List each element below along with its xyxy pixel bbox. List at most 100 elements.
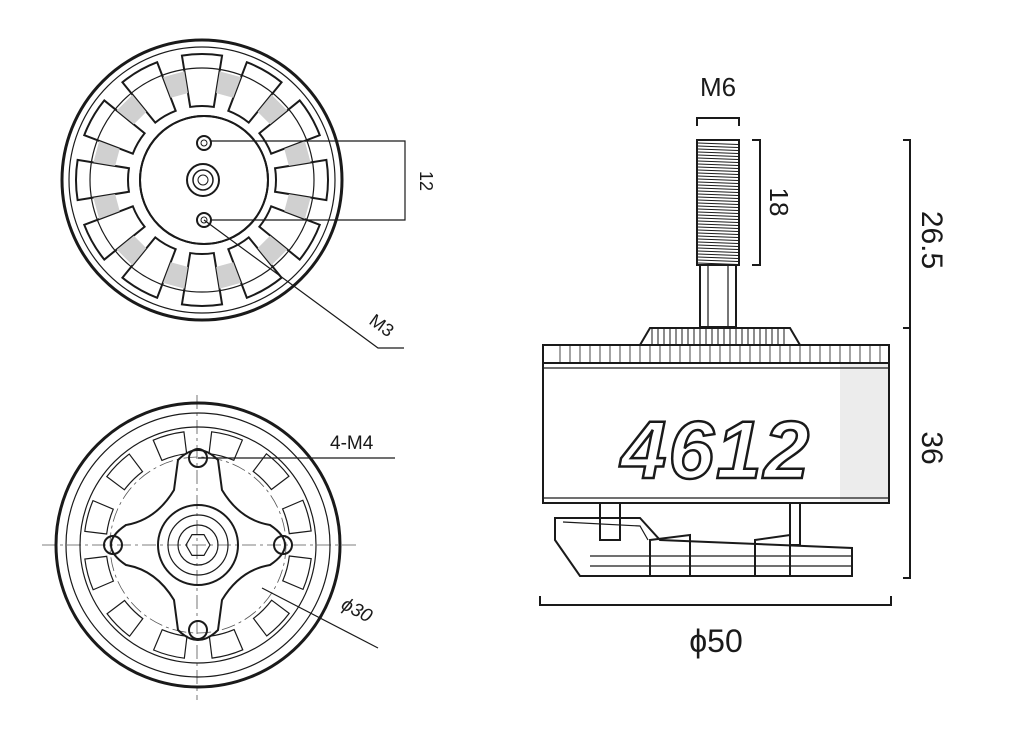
thread-line bbox=[697, 199, 739, 202]
dimension-phi50: ϕ50 bbox=[539, 596, 892, 659]
dim-26-5-label: 26.5 bbox=[915, 211, 948, 269]
bell-ribs bbox=[559, 346, 881, 362]
thread-line bbox=[697, 181, 739, 184]
thread-line bbox=[697, 208, 739, 211]
spoke-window bbox=[227, 60, 283, 125]
thread-line bbox=[697, 145, 739, 148]
m3-label: M3 bbox=[366, 310, 398, 341]
dim-18-label: 18 bbox=[764, 188, 794, 217]
base-slot bbox=[208, 628, 244, 659]
spoke-window bbox=[82, 205, 147, 261]
base-slot bbox=[105, 453, 144, 491]
spoke-window bbox=[180, 53, 224, 109]
magnet-segment bbox=[163, 262, 188, 289]
thread-line bbox=[697, 187, 739, 190]
thread-line bbox=[697, 241, 739, 244]
spoke-window bbox=[121, 235, 177, 300]
thread-line bbox=[697, 190, 739, 193]
dimension-12: 12 bbox=[211, 140, 436, 221]
thread-line bbox=[697, 244, 739, 247]
rotor-magnets bbox=[93, 71, 311, 289]
shaft-threads bbox=[697, 142, 739, 265]
motor-body bbox=[542, 362, 890, 504]
dim-12-label: 12 bbox=[416, 171, 436, 191]
base-slot bbox=[281, 499, 312, 535]
base-slot bbox=[152, 431, 188, 462]
dimension-18: 18 bbox=[752, 139, 794, 266]
top-ring-teeth bbox=[651, 329, 785, 344]
m6-label: M6 bbox=[700, 72, 736, 102]
thread-line bbox=[697, 160, 739, 163]
base-slot bbox=[84, 555, 115, 591]
thread-line bbox=[697, 178, 739, 181]
magnet-segment bbox=[116, 94, 147, 125]
thread-line bbox=[697, 175, 739, 178]
base-slot bbox=[252, 452, 290, 491]
base-hole-bottom bbox=[188, 620, 208, 640]
base-slot bbox=[208, 431, 244, 462]
phi50-label: ϕ50 bbox=[689, 623, 743, 659]
base-slot bbox=[281, 555, 312, 591]
thread-line bbox=[697, 217, 739, 220]
spoke-window bbox=[257, 205, 322, 261]
magnet-segment bbox=[284, 141, 311, 166]
thread-line bbox=[697, 142, 739, 145]
magnet-segment bbox=[163, 71, 188, 98]
base-slot bbox=[152, 628, 188, 659]
bottom-view-base bbox=[42, 395, 360, 700]
spoke-window bbox=[121, 60, 177, 125]
base-slot bbox=[106, 599, 144, 638]
dimension-heights: 26.5 36 bbox=[903, 139, 948, 579]
thread-line bbox=[697, 229, 739, 232]
side-view-motor: 4612 bbox=[542, 139, 890, 577]
magnet-segment bbox=[93, 141, 120, 166]
thread-line bbox=[697, 211, 739, 214]
base-hole-right bbox=[273, 535, 293, 555]
thread-line bbox=[697, 166, 739, 169]
magnet-segment bbox=[284, 194, 311, 219]
thread-line bbox=[697, 250, 739, 253]
spoke-window bbox=[82, 99, 147, 155]
dimension-m6: M6 bbox=[696, 72, 740, 126]
knurled-hub bbox=[139, 115, 269, 245]
rotor-spoke-windows bbox=[75, 53, 329, 307]
base-hole-left bbox=[103, 535, 123, 555]
phi30-label: ϕ30 bbox=[338, 594, 376, 628]
thread-line bbox=[697, 235, 739, 238]
thread-line bbox=[697, 172, 739, 175]
thread-line bbox=[697, 157, 739, 160]
base-cutouts bbox=[84, 431, 312, 659]
magnet-segment bbox=[216, 71, 241, 98]
magnet-segment bbox=[257, 94, 288, 125]
thread-line bbox=[697, 220, 739, 223]
magnet-segment bbox=[216, 262, 241, 289]
thread-line bbox=[697, 202, 739, 205]
magnet-segment bbox=[93, 194, 120, 219]
thread-line bbox=[697, 214, 739, 217]
thread-line bbox=[697, 256, 739, 259]
thread-line bbox=[697, 184, 739, 187]
model-label: 4612 bbox=[619, 405, 811, 496]
thread-line bbox=[697, 232, 739, 235]
magnet-segment bbox=[257, 235, 288, 266]
thread-line bbox=[697, 193, 739, 196]
thread-line bbox=[697, 226, 739, 229]
leader-4-m4: 4-M4 bbox=[198, 433, 395, 459]
thread-line bbox=[697, 223, 739, 226]
4-m4-label: 4-M4 bbox=[330, 433, 374, 454]
thread-line bbox=[697, 196, 739, 199]
thread-line bbox=[697, 253, 739, 256]
thread-line bbox=[697, 169, 739, 172]
thread-line bbox=[697, 148, 739, 151]
thread-line bbox=[697, 154, 739, 157]
spoke-window bbox=[227, 235, 283, 300]
thread-line bbox=[697, 163, 739, 166]
motor-bell bbox=[542, 344, 890, 364]
base-slot bbox=[252, 599, 291, 637]
thread-line bbox=[697, 205, 739, 208]
magnet-segment bbox=[116, 235, 147, 266]
dim-36-label: 36 bbox=[915, 431, 948, 464]
spoke-window bbox=[180, 251, 224, 307]
thread-line bbox=[697, 259, 739, 262]
